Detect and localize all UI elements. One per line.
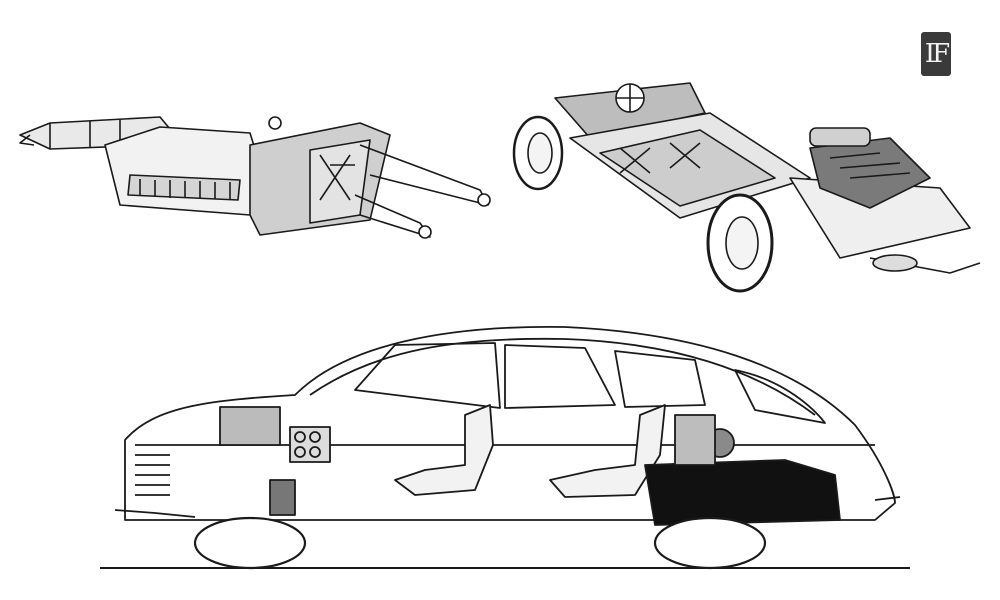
car-cutaway-illustration — [100, 325, 910, 570]
chassis-frame-illustration — [19, 116, 491, 239]
rolling-chassis-illustration — [512, 82, 981, 293]
logo: IF — [921, 32, 951, 76]
